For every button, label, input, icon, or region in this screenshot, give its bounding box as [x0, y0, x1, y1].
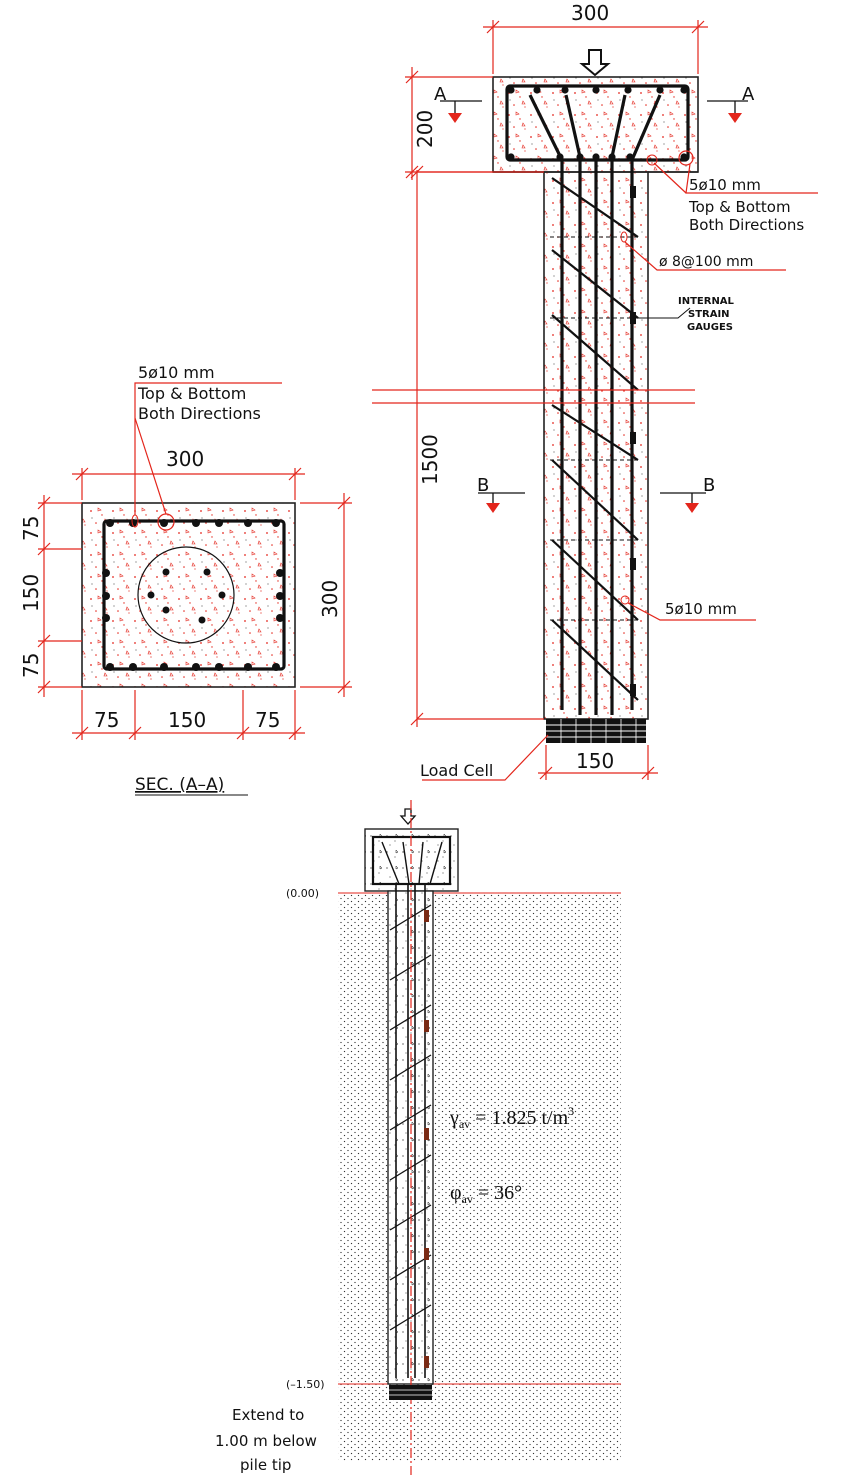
- dim-elev-bottom: 150: [538, 745, 658, 780]
- cut-a-left: A: [434, 84, 482, 123]
- ties-label: ø 8@100 mm: [659, 254, 753, 270]
- gauges-label-2: STRAIN: [688, 309, 730, 320]
- cut-b-left: B: [477, 475, 525, 513]
- svg-text:A: A: [434, 84, 447, 105]
- section-outline: [81, 502, 296, 688]
- svg-text:300: 300: [571, 1, 609, 25]
- extend-label-2: 1.00 m below: [215, 1432, 317, 1450]
- section-rebar-label: 5ø10 mm: [138, 363, 215, 382]
- svg-text:75: 75: [94, 708, 119, 732]
- spiral-circle: [137, 546, 235, 644]
- dim-top-300: 300: [72, 447, 305, 500]
- svg-text:150: 150: [576, 749, 614, 773]
- dim-elev-cap: 200: [405, 67, 493, 180]
- long-rebar-label: 5ø10 mm: [665, 600, 737, 618]
- extend-label-3: pile tip: [240, 1456, 291, 1474]
- level-top: (0.00): [286, 887, 319, 900]
- svg-text:150: 150: [168, 708, 206, 732]
- svg-text:75: 75: [255, 708, 280, 732]
- break-line: [372, 389, 695, 404]
- extend-label-1: Extend to: [232, 1406, 304, 1424]
- svg-text:150: 150: [19, 574, 43, 612]
- svg-text:300: 300: [318, 580, 342, 618]
- dim-elev-length: 1500: [410, 165, 544, 727]
- level-bottom: (–1.50): [286, 1378, 325, 1391]
- svg-text:B: B: [703, 475, 715, 496]
- dim-elev-top: 300: [483, 1, 708, 74]
- gauges-label-3: GAUGES: [687, 322, 733, 333]
- cut-a-right: A: [707, 84, 755, 123]
- pile-elevation: 300 200 1500 150 A A B: [372, 1, 818, 781]
- svg-text:300: 300: [166, 447, 204, 471]
- section-title: SEC. (A–A): [135, 775, 224, 795]
- svg-text:75: 75: [19, 653, 43, 678]
- svg-text:75: 75: [19, 516, 43, 541]
- cap-rebar-label-3: Both Directions: [689, 216, 804, 234]
- load-cell-label: Load Cell: [420, 761, 493, 780]
- load-arrow-icon: [579, 49, 611, 77]
- soil-model: (0.00) (–1.50) γav = 1.825 t/m3: [215, 800, 621, 1475]
- section-rebar-label-3: Both Directions: [138, 404, 261, 423]
- cap-rebar-label-2: Top & Bottom: [688, 198, 791, 216]
- strain-gauges: [630, 186, 636, 696]
- dim-right-300: 300: [300, 493, 352, 697]
- gauges-label-1: INTERNAL: [678, 296, 735, 307]
- svg-text:B: B: [477, 475, 489, 496]
- dim-left: 75 150 75: [19, 495, 82, 697]
- soil-load-arrow-icon: [399, 808, 417, 825]
- soil-load-cell: [389, 1385, 432, 1400]
- dim-bottom: 75 150 75: [72, 690, 305, 740]
- cap-rebar-label: 5ø10 mm: [689, 176, 761, 194]
- cut-b-right: B: [660, 475, 715, 513]
- phi-label: φav = 36°: [450, 1182, 522, 1206]
- svg-text:φav = 36°: φav = 36°: [450, 1182, 522, 1206]
- spiral-ties: [551, 177, 639, 701]
- svg-text:1500: 1500: [418, 434, 442, 485]
- section-rebar-label-2: Top & Bottom: [137, 384, 246, 403]
- gamma-label: γav = 1.825 t/m3: [449, 1104, 574, 1131]
- svg-text:γav = 1.825 t/m3: γav = 1.825 t/m3: [449, 1104, 574, 1131]
- svg-text:A: A: [742, 84, 755, 105]
- section-bars: [102, 519, 284, 671]
- svg-text:200: 200: [413, 110, 437, 148]
- section-a-a: 5ø10 mm Top & Bottom Both Directions 300…: [19, 363, 352, 796]
- soil-body: [338, 893, 621, 1461]
